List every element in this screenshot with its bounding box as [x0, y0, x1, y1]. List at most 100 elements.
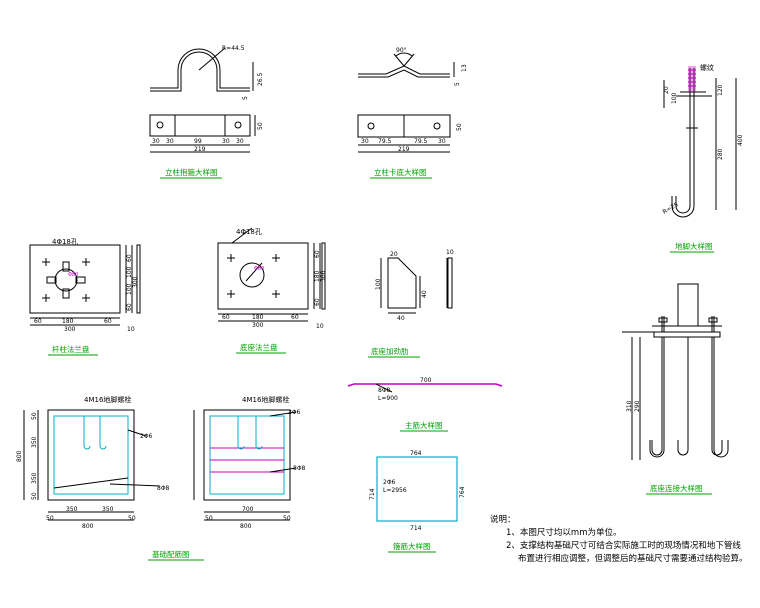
foundation-bolt-1: 4M16地脚螺栓 [84, 395, 131, 404]
bottom-clamp-dim-2: 79.5 [414, 138, 428, 145]
base-flange-center-hole [239, 262, 265, 288]
pole-flange-vtotal: 300 [132, 276, 139, 288]
clamp-plate-h-label: 50 [257, 122, 264, 130]
clamp-profile [150, 48, 250, 89]
pole-flange-center-label: Φ80 [68, 272, 78, 278]
pole-flange-side [136, 244, 141, 314]
bottom-clamp-total: 219 [398, 146, 410, 153]
pole-flange-detail [29, 244, 141, 326]
foundation-vdim-1: 350 [31, 436, 38, 448]
stirrup-left: 714 [369, 488, 376, 500]
main-bar-length: 700 [420, 377, 432, 384]
pole-flange-vdim-3: 60 [126, 303, 133, 311]
base-connection-310: 310 [626, 400, 633, 412]
clamp-dim-3: 30 [222, 138, 230, 145]
foundation-h-total: 800 [16, 450, 23, 462]
foundation-w2-total: 800 [240, 523, 252, 530]
pole-flange-vdim-1: 100 [126, 266, 133, 278]
anchor-hook [675, 196, 691, 214]
clamp-dim-4: 30 [236, 138, 244, 145]
anchor-400-label: 400 [737, 134, 744, 146]
foundation-wdim-0: 50 [46, 515, 54, 522]
stiffener-detail [380, 257, 453, 314]
bottom-clamp-h2: 5 [454, 82, 461, 86]
main-bar-detail [347, 383, 503, 393]
foundation-title: 基础配筋图 [152, 549, 190, 559]
bottom-clamp-hole-left [367, 122, 375, 130]
stiffener-h-label: 100 [375, 278, 382, 290]
anchor-thread [688, 66, 696, 92]
foundation-w2dim-0: 50 [205, 515, 213, 522]
stirrup-spec: 2Φ6 [383, 479, 396, 486]
foundation-plan-1 [23, 409, 161, 521]
foundation-bolt-2: 4M16地脚螺栓 [242, 395, 289, 404]
note-1: 1、本图尺寸均以mm为单位。 [506, 528, 622, 538]
main-bar-spec: 8Φ8 [378, 387, 391, 394]
anchor-title: 地脚大样图 [675, 241, 713, 251]
clamp-dim-1: 30 [166, 138, 174, 145]
anchor-top2-label: 100 [671, 92, 678, 104]
stiffener-h2-label: 40 [421, 290, 428, 298]
foundation-main-2: 8Φ8 [293, 465, 306, 472]
bottom-clamp-angle: 90° [396, 47, 407, 54]
foundation-w-total: 800 [82, 523, 94, 530]
base-flange-holes-label: 4Φ18孔 [236, 228, 262, 236]
bottom-clamp-dim-0: 30 [361, 138, 369, 145]
bottom-clamp-dim-3: 30 [438, 138, 446, 145]
base-flange-hdim-1: 180 [252, 314, 264, 321]
clamp-dim-0: 30 [152, 138, 160, 145]
pole-flange-thk: 10 [127, 326, 135, 333]
main-bar-title: 主筋大样图 [405, 420, 443, 430]
stiffener-title: 底座加劲肋 [371, 346, 409, 356]
foundation-stir-1: 2Φ6 [140, 433, 153, 440]
clamp-radius-label: R=44.5 [222, 45, 245, 52]
base-connection-title: 底座连接大样图 [650, 483, 703, 493]
bottom-clamp-hole-right [433, 122, 441, 130]
pole-flange-hdim-0: 60 [34, 318, 42, 325]
anchor-thread-label: 螺纹 [700, 63, 714, 72]
pole-flange-total: 300 [64, 326, 76, 333]
bottom-clamp-title: 立柱卡底大样图 [374, 167, 427, 177]
notes-heading: 说明： [490, 515, 516, 525]
base-connection-pole [677, 283, 699, 327]
anchor-top-label: 20 [663, 86, 670, 94]
anchor-280-label: 280 [717, 148, 724, 160]
base-flange-thk: 10 [316, 323, 324, 330]
clamp-bolt-hole-left [156, 121, 164, 129]
base-flange-title: 底座法兰盘 [240, 342, 278, 352]
base-flange-plate [217, 242, 309, 310]
base-flange-vdim-1: 180 [314, 270, 321, 282]
clamp-h2-label: 5 [242, 96, 249, 100]
clamp-bolt-hole-right [234, 121, 242, 129]
stiffener-w-label: 40 [397, 315, 405, 322]
bottom-clamp-dim-1: 79.5 [378, 138, 392, 145]
anchor-120-label: 120 [717, 84, 724, 96]
stirrup-right: 764 [459, 486, 466, 498]
note-2a: 2、支撑结构基础尺寸可结合实际施工时的现场情况和地下管线 [506, 541, 741, 551]
base-connection-plate [653, 331, 721, 338]
base-flange-total: 300 [252, 322, 264, 329]
note-2b: 布置进行相应调整，但调整后的基础尺寸需要通过结构验算。 [518, 554, 748, 564]
anchor-detail [663, 68, 737, 218]
foundation-vdim-3: 50 [31, 492, 38, 500]
main-bar-line [347, 383, 503, 387]
stiffener-top-label: 20 [390, 251, 398, 258]
base-flange-side [321, 242, 326, 310]
clamp-plate-plan [149, 114, 251, 137]
base-flange-hdim-2: 60 [291, 314, 299, 321]
stirrup-bottom: 714 [410, 525, 422, 532]
clamp-dim-2: 99 [194, 138, 202, 145]
anchor-hook-label: R=25 [662, 201, 680, 216]
pole-flange-center-hole [54, 268, 78, 292]
clamp-profile-inner [150, 51, 250, 92]
pole-flange-vdim-0: 60 [126, 254, 133, 262]
stiffener-plate [387, 257, 417, 309]
bottom-clamp-h1: 13 [461, 64, 468, 72]
foundation-stir-2: 2Φ6 [288, 409, 301, 416]
pole-flange-plate [29, 244, 121, 314]
stiffener-thk-label: 10 [446, 249, 454, 256]
bottom-clamp-detail [357, 52, 455, 153]
pole-flange-holes-label: 4Φ18孔 [52, 238, 78, 246]
base-connection-bolt-right [711, 337, 723, 456]
pole-flange-hdim-2: 60 [104, 318, 112, 325]
